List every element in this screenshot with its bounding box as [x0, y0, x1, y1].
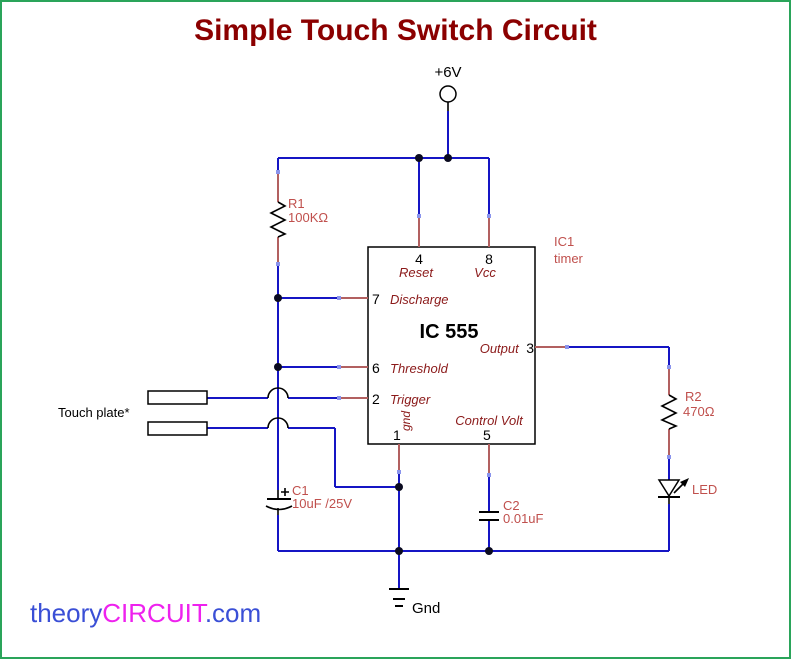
- ic555-body: [367, 246, 536, 445]
- pin-output: Output 3: [434, 340, 534, 358]
- resistor-r2-symbol: [660, 394, 679, 430]
- pin-control-name: Control Volt: [455, 413, 523, 428]
- pin-output-name: Output: [479, 341, 519, 356]
- pin-discharge-name: Discharge: [390, 292, 449, 307]
- capacitor-c2-symbol: [479, 511, 499, 521]
- pin-threshold-number: 6: [372, 360, 380, 376]
- pin-control-number: 5: [483, 427, 491, 443]
- led-label: LED: [692, 482, 718, 497]
- watermark-prefix: theory: [30, 598, 103, 628]
- pin-reset-name: Reset: [399, 265, 433, 280]
- watermark-suffix: .com: [204, 598, 262, 628]
- pin-threshold-name: Threshold: [390, 361, 448, 376]
- power-terminal-icon: [439, 85, 457, 111]
- wire-hop-arcs: [267, 387, 289, 429]
- ic-name: IC 555: [419, 321, 479, 343]
- junction-dots: [274, 154, 493, 555]
- watermark: theoryCIRCUIT.com: [30, 598, 261, 629]
- r1-ref: R1: [288, 196, 305, 211]
- pin-reset-number: 4: [415, 251, 423, 267]
- c1-value: 10uF /25V: [292, 496, 352, 511]
- pin-vcc-number: 8: [485, 251, 493, 267]
- gnd-label: Gnd: [412, 600, 441, 617]
- watermark-brand: CIRCUIT: [102, 598, 205, 628]
- pin-gnd-number: 1: [393, 427, 401, 443]
- c2-ref: C2: [503, 498, 520, 513]
- touch-plate-label: Touch plate*: [58, 405, 130, 420]
- r2-value: 470Ω: [683, 404, 715, 419]
- r1-value: 100KΩ: [288, 210, 329, 225]
- pin-trigger-name: Trigger: [390, 392, 431, 407]
- supply-voltage-label: +6V: [434, 64, 462, 81]
- c2-value: 0.01uF: [503, 511, 544, 526]
- wires: [207, 111, 670, 588]
- page-title: Simple Touch Switch Circuit: [194, 14, 597, 47]
- pin-trigger-number: 2: [372, 391, 380, 407]
- touch-plate-symbol: [147, 390, 208, 436]
- pin-discharge-number: 7: [372, 291, 380, 307]
- pin-vcc-name: Vcc: [474, 265, 496, 280]
- led-symbol: [657, 478, 689, 504]
- pin-output-number: 3: [526, 340, 534, 356]
- connection-points: [276, 170, 671, 477]
- ground-symbol: [389, 588, 409, 607]
- pin-stubs: [277, 173, 670, 475]
- ic1-ref: IC1: [554, 234, 575, 249]
- c1-ref: C1: [292, 483, 309, 498]
- resistor-r1-symbol: [269, 201, 287, 238]
- pin-gnd-name: gnd: [399, 410, 413, 432]
- capacitor-c1-symbol: [265, 488, 293, 515]
- r2-ref: R2: [685, 389, 702, 404]
- ic1-type: timer: [554, 251, 583, 266]
